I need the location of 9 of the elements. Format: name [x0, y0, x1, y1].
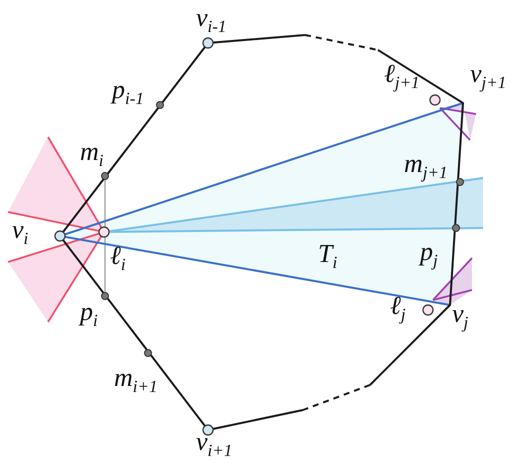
point-label: v$_{i+1}$: [196, 428, 232, 456]
point-label: m$_{i+1}$: [114, 364, 158, 392]
point-label: p$_{i}$: [80, 298, 98, 326]
point-label: v$_{i}$: [12, 216, 28, 244]
point-label: ℓ$_{i}$: [110, 242, 126, 270]
point-label: T$_{i}$: [318, 240, 338, 268]
point-label: p$_{i-1}$: [112, 76, 144, 104]
point-label: v$_{i-1}$: [196, 4, 226, 32]
point-label: m$_{i}$: [80, 138, 104, 166]
